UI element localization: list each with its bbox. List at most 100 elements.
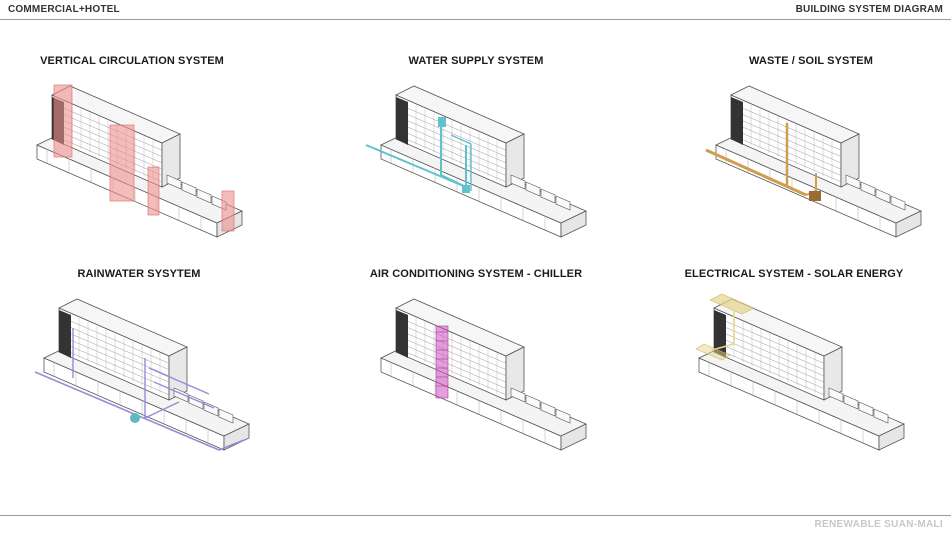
water-tank [438,117,446,127]
panel-title: RAINWATER SYSYTEM [77,268,201,280]
terrace-step [860,181,876,197]
project-label: COMMERCIAL+HOTEL [8,4,120,15]
building-massing [698,298,905,451]
floor-line [407,339,507,383]
floor-line [70,352,170,396]
tower-side [168,346,188,401]
podium-side [895,210,922,238]
terrace-step [525,181,541,197]
system-overlay [705,123,821,201]
terrace-step [540,188,556,204]
building-diagram-waste-soil [705,85,922,238]
system-overlay [34,328,245,451]
floor-line [407,352,507,396]
floor-line [407,346,507,389]
terrace-step [828,387,844,403]
floor-line [725,327,825,370]
floor-line [407,327,507,370]
floor-line [742,108,842,151]
terrace-step [873,408,889,424]
floor-line [70,321,170,364]
terrace-step [525,394,541,410]
panel-air-conditioning: AIR CONDITIONING SYSTEM - CHILLER [346,268,606,468]
branch-pipe [450,134,472,191]
terrace-step [555,195,571,211]
tower-side [840,133,860,188]
rain-tank [130,413,140,423]
building-massing [43,298,250,451]
system-overlay [435,325,449,399]
floor-line [742,139,842,183]
panel-title: VERTICAL CIRCULATION SYSTEM [40,55,224,67]
floor-line [725,352,825,396]
podium-side [560,210,587,238]
tower-side [505,346,525,401]
terrace-step [845,174,861,190]
terrace-step [181,181,197,197]
building-massing [715,85,922,238]
tower-side [505,133,525,188]
septic-tank [809,191,821,201]
panel-rainwater: RAINWATER SYSYTEM [9,268,269,468]
terrace-step [875,188,891,204]
terrace-step [540,401,556,417]
water-pump [462,185,470,193]
podium-side [560,423,587,451]
floor-line [407,108,507,151]
diagram-label: BUILDING SYSTEM DIAGRAM [795,4,943,15]
tower-core-dark [396,310,408,358]
building-massing [380,85,587,238]
system-overlay [53,84,235,232]
floor-line [407,133,507,176]
terrace-step [858,401,874,417]
terrace-step [843,394,859,410]
panel-water-supply: WATER SUPPLY SYSTEM [346,55,606,255]
panel-title: WASTE / SOIL SYSTEM [749,55,873,67]
tower-core-dark [731,97,743,145]
floor-line [70,327,170,370]
panel-electrical-solar: ELECTRICAL SYSTEM - SOLAR ENERGY [664,268,924,468]
building-diagram-vertical-circulation [36,84,243,238]
terrace-step [218,408,234,424]
floor-line [407,321,507,364]
electrical-conduit [711,310,735,351]
floor-line [407,126,507,170]
panel-title: AIR CONDITIONING SYSTEM - CHILLER [369,268,583,280]
floor-line [407,333,507,377]
panel-waste-soil: WASTE / SOIL SYSTEM [681,55,941,255]
terrace-step [890,195,906,211]
floor-line [725,346,825,389]
floor-line [407,139,507,183]
floor-line [742,133,842,176]
floor-line [407,114,507,157]
system-overlay [695,293,755,361]
system-overlay [365,117,472,193]
bottom-divider [0,515,951,516]
building-diagram-rainwater [34,298,250,451]
floor-line [742,120,842,164]
stair-core [147,166,160,216]
top-divider [0,19,951,20]
floor-line [725,333,825,377]
building-massing [380,298,587,451]
downpipe [144,358,180,419]
panel-title: ELECTRICAL SYSTEM - SOLAR ENERGY [684,268,904,280]
supply-riser [440,121,467,188]
floor-line [742,126,842,170]
building-diagram-water-supply [365,85,587,238]
floor-line [725,321,825,364]
terrace-step [510,174,526,190]
terrace-step [166,174,182,190]
stair-core [109,124,135,202]
roof-gutter [153,381,215,409]
stair-core [221,190,235,232]
footer-brand: RENEWABLE SUAN-MALI [814,519,943,530]
solar-panel [709,293,755,315]
floor-line [70,346,170,389]
panel-title: WATER SUPPLY SYSTEM [408,55,544,67]
terrace-step [555,408,571,424]
chiller-riser [435,325,449,399]
floor-line [407,120,507,164]
tower-core-dark [59,310,71,358]
terrace-step [196,188,212,204]
